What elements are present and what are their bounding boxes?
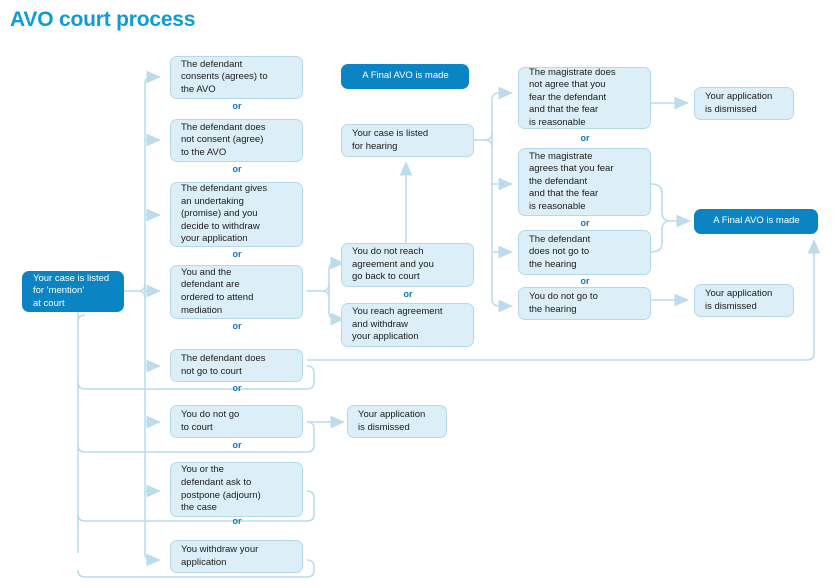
node-final-avo-right[interactable]: A Final AVO is made bbox=[694, 209, 818, 234]
node-dismissed-hearing[interactable]: Your application is dismissed bbox=[694, 284, 794, 317]
or-separator: or bbox=[580, 218, 590, 228]
node-mention-option-3[interactable]: The defendant gives an undertaking (prom… bbox=[170, 182, 303, 247]
page-title: AVO court process bbox=[10, 8, 196, 31]
node-mention-option-7[interactable]: You or the defendant ask to postpone (ad… bbox=[170, 462, 303, 517]
node-mention-option-4[interactable]: You and the defendant are ordered to att… bbox=[170, 265, 303, 319]
node-hearing-outcome-1[interactable]: The magistrate does not agree that you f… bbox=[518, 67, 651, 129]
node-final-avo-top[interactable]: A Final AVO is made bbox=[341, 64, 469, 89]
node-dismissed-top[interactable]: Your application is dismissed bbox=[694, 87, 794, 120]
or-separator: or bbox=[232, 164, 242, 174]
node-dismissed-no-court[interactable]: Your application is dismissed bbox=[347, 405, 447, 438]
node-mediation-outcome-2[interactable]: You reach agreement and withdraw your ap… bbox=[341, 303, 474, 347]
node-hearing-outcome-4[interactable]: You do not go to the hearing bbox=[518, 287, 651, 320]
or-separator: or bbox=[403, 289, 413, 299]
node-mention-option-6[interactable]: You do not go to court bbox=[170, 405, 303, 438]
node-mediation-outcome-1[interactable]: You do not reach agreement and you go ba… bbox=[341, 243, 474, 287]
or-separator: or bbox=[580, 276, 590, 286]
node-mention-option-2[interactable]: The defendant does not consent (agree) t… bbox=[170, 119, 303, 162]
or-separator: or bbox=[232, 321, 242, 331]
or-separator: or bbox=[232, 101, 242, 111]
or-separator: or bbox=[232, 516, 242, 526]
node-hearing-outcome-2[interactable]: The magistrate agrees that you fear the … bbox=[518, 148, 651, 216]
node-mention-option-8[interactable]: You withdraw your application bbox=[170, 540, 303, 573]
node-hearing-outcome-3[interactable]: The defendant does not go to the hearing bbox=[518, 230, 651, 275]
node-mention-option-5[interactable]: The defendant does not go to court bbox=[170, 349, 303, 382]
node-start[interactable]: Your case is listed for 'mention' at cou… bbox=[22, 271, 124, 312]
node-mention-option-1[interactable]: The defendant consents (agrees) to the A… bbox=[170, 56, 303, 99]
or-separator: or bbox=[580, 133, 590, 143]
or-separator: or bbox=[232, 249, 242, 259]
node-listed-for-hearing[interactable]: Your case is listed for hearing bbox=[341, 124, 474, 157]
or-separator: or bbox=[232, 383, 242, 393]
or-separator: or bbox=[232, 440, 242, 450]
